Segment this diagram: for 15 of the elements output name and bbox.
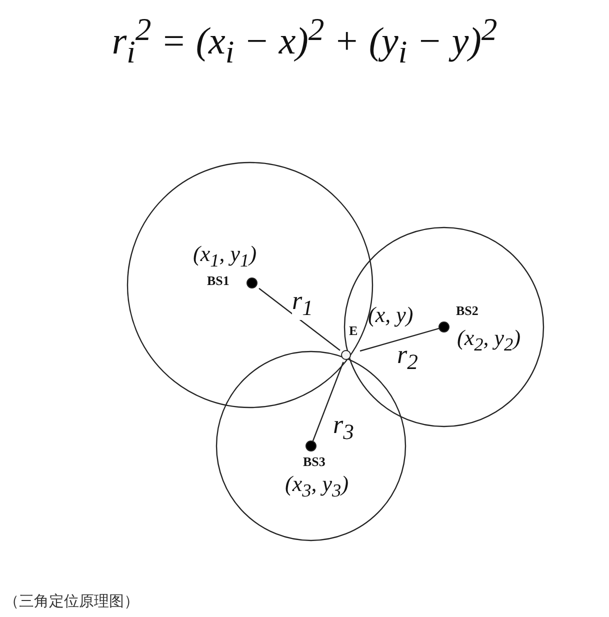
point-label: E	[349, 324, 358, 337]
formula: r$_{i}$$^{2}$ = (x$_{i}$ − x)$^{2}$ + (y$_{i}$ − y)$^{2}$	[112, 14, 498, 68]
base-station-marker	[193, 243, 259, 290]
caption: （三角定位原理图）	[4, 594, 139, 609]
station-label: BS1	[207, 274, 230, 287]
coordinate-label: (x$_{3}$, y$_{3}$)	[285, 473, 349, 500]
station-label: BS2	[456, 304, 478, 317]
distance-line	[312, 362, 344, 442]
distance-line	[360, 328, 440, 352]
coordinate-label: (x$_{1}$, y$_{1}$)	[193, 243, 257, 270]
coordinate-label: (x$_{2}$, y$_{2}$)	[457, 327, 521, 354]
distance-line	[258, 288, 340, 351]
station-label: BS3	[303, 455, 326, 468]
coordinate-label: (x, y)	[368, 304, 414, 326]
range-circle	[216, 351, 406, 541]
